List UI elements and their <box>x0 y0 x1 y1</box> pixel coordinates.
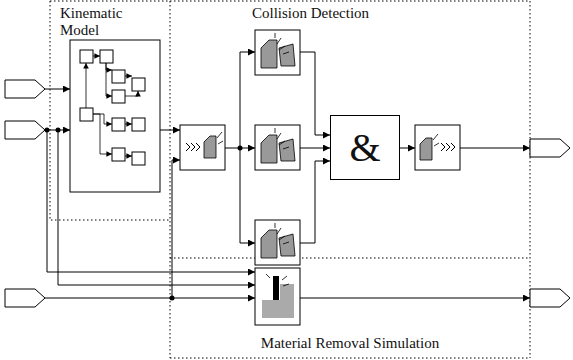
transform-out-box <box>415 125 460 170</box>
region-title: Kinematic Model <box>60 5 140 40</box>
gate-symbol: & <box>346 125 383 171</box>
junction-dots <box>45 128 243 301</box>
region-borders <box>50 1 530 358</box>
region-band: Material Removal Simulation <box>172 260 528 356</box>
kinematic-box <box>70 40 160 192</box>
wires <box>45 52 530 298</box>
region-band: Collision Detection & <box>172 3 528 257</box>
region-band: Kinematic Model <box>52 3 168 218</box>
transform-in-box <box>180 125 225 170</box>
material-removal-box <box>255 268 300 325</box>
region-title: Collision Detection <box>252 5 452 22</box>
and-gate-box: & <box>330 115 400 180</box>
region-title: Material Removal Simulation <box>258 335 442 352</box>
collision-boxes <box>255 30 300 265</box>
